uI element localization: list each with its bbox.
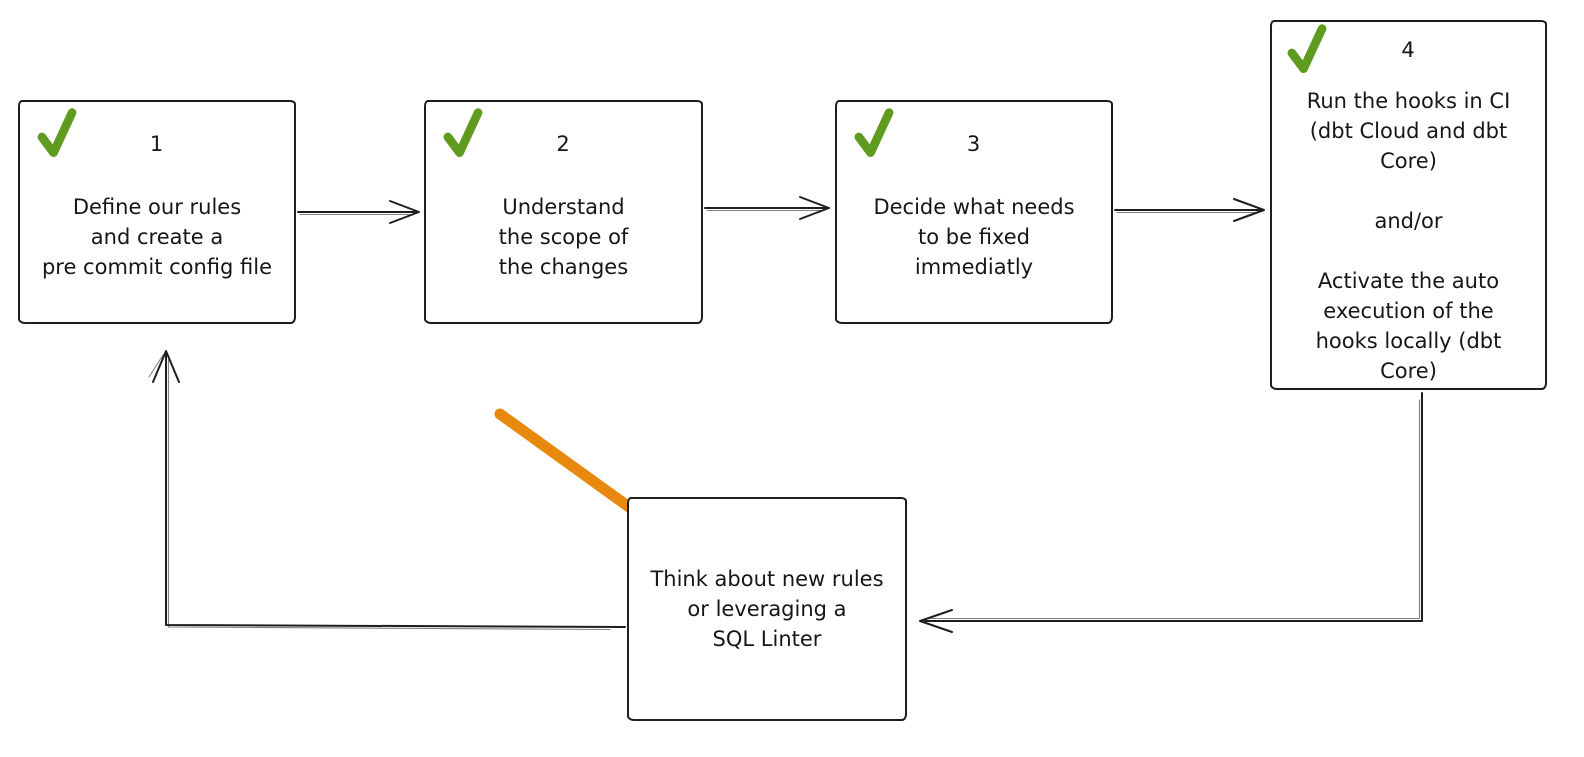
arrow-loop-step1 [148,350,626,631]
step-number: 2 [556,132,571,156]
step-number: 3 [966,132,982,156]
step-3-box: 3 Decide what needs to be fixed immediat… [835,100,1113,324]
step-text: Run the hooks in CI (dbt Cloud and dbt C… [1306,89,1511,383]
step-1-box: 1 Define our rules and create a pre comm… [18,100,296,324]
loop-text: Think about new rules or leveraging a SQ… [650,567,884,651]
step-text: Understand the scope of the changes [498,195,629,279]
step-number: 1 [149,132,165,156]
step-text: Define our rules and create a pre commit… [41,195,273,279]
check-icon [37,108,77,158]
arrow-step3-step4 [1114,198,1265,222]
arrow-step1-step2 [297,200,420,224]
step-2-box: 2 Understand the scope of the changes [424,100,703,324]
arrow-step4-loop [919,392,1423,633]
check-icon [443,108,483,158]
step-4-box: 4 Run the hooks in CI (dbt Cloud and dbt… [1270,20,1547,390]
loop-box: Think about new rules or leveraging a SQ… [627,497,907,721]
arrow-step2-step3 [704,196,830,220]
check-icon [854,108,894,158]
check-icon [1287,24,1327,74]
step-text: Decide what needs to be fixed immediatly [873,195,1075,279]
step-number: 4 [1401,38,1416,62]
